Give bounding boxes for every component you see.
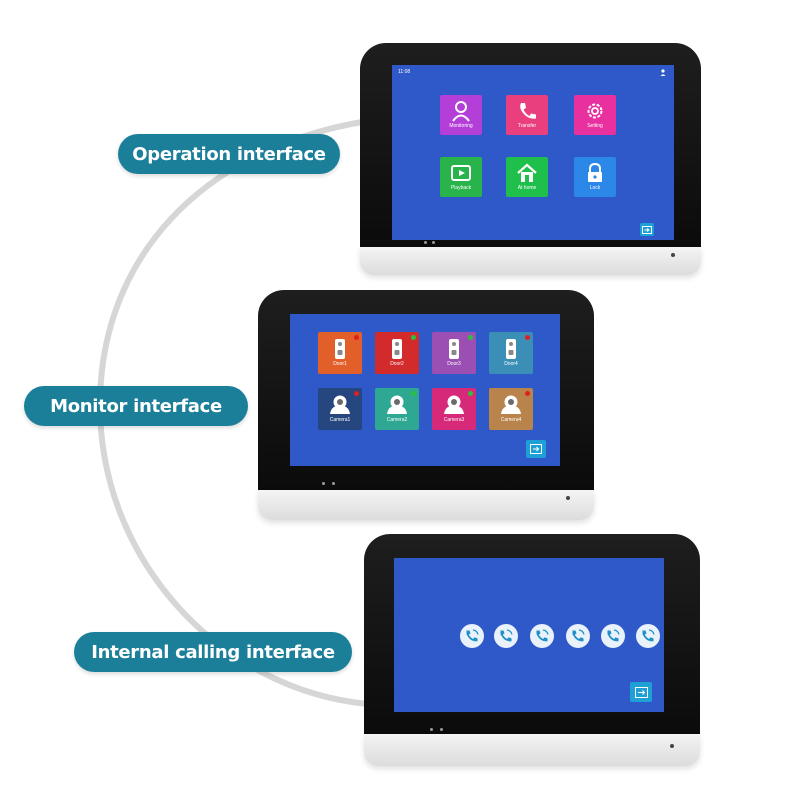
call-icon: [536, 629, 549, 642]
status-dot: [468, 335, 473, 340]
phone-icon: [520, 103, 536, 119]
operation-interface-text: Operation interface: [132, 143, 326, 165]
doorbell-icon: [335, 339, 345, 359]
doorbell-icon: [392, 339, 402, 359]
call-extension-5-button[interactable]: [601, 624, 625, 648]
tile-door3[interactable]: Door3: [432, 332, 476, 374]
indicator-led: [440, 728, 443, 731]
status-dot: [354, 335, 359, 340]
lock-icon: [588, 162, 602, 182]
tile-transfer[interactable]: Transfer: [506, 95, 548, 135]
call-icon: [607, 629, 620, 642]
call-extension-1-button[interactable]: [460, 624, 484, 648]
person-icon: [452, 101, 470, 122]
person-icon: [660, 69, 666, 78]
monitor-device: Door1 Door2 Door3: [258, 290, 594, 520]
exit-button[interactable]: [640, 223, 654, 236]
tile-door1-label: Door1: [333, 361, 347, 367]
exit-button[interactable]: [630, 682, 652, 702]
indicator-led: [424, 241, 427, 244]
tile-at-home[interactable]: At home: [506, 157, 548, 197]
tile-monitoring-label: Monitoring: [449, 123, 473, 129]
call-extension-6-button[interactable]: [636, 624, 660, 648]
tile-camera4-label: Camera4: [500, 417, 522, 423]
tile-door1[interactable]: Door1: [318, 332, 362, 374]
status-dot: [525, 391, 530, 396]
internal-calling-interface-label: Internal calling interface: [74, 632, 352, 672]
call-icon: [572, 629, 585, 642]
tile-door2-label: Door2: [390, 361, 404, 367]
clock: 11:08: [398, 69, 411, 75]
tile-camera3-label: Camera3: [443, 417, 465, 423]
mic-sensor: [670, 744, 674, 748]
monitor-screen: Door1 Door2 Door3: [290, 314, 560, 466]
tile-door4[interactable]: Door4: [489, 332, 533, 374]
status-dot: [354, 391, 359, 396]
tile-monitoring[interactable]: Monitoring: [440, 95, 482, 135]
call-icon: [642, 629, 655, 642]
tile-transfer-label: Transfer: [517, 123, 537, 129]
indicator-led: [322, 482, 325, 485]
internal-calling-interface-text: Internal calling interface: [91, 641, 335, 663]
doorbell-icon: [506, 339, 516, 359]
status-dot: [411, 391, 416, 396]
call-icon: [500, 629, 513, 642]
tile-camera4[interactable]: Camera4: [489, 388, 533, 430]
tile-playback-label: Playback: [450, 185, 472, 191]
doorbell-icon: [449, 339, 459, 359]
tile-camera2[interactable]: Camera2: [375, 388, 419, 430]
status-dot: [468, 391, 473, 396]
monitor-interface-label: Monitor interface: [24, 386, 248, 426]
exit-icon: [530, 444, 542, 454]
status-dot: [525, 335, 530, 340]
tile-lock[interactable]: Lock: [574, 157, 616, 197]
tile-camera1-label: Camera1: [329, 417, 351, 423]
call-extension-3-button[interactable]: [530, 624, 554, 648]
camera-icon: [330, 395, 350, 414]
play-icon: [451, 165, 471, 181]
camera-icon: [387, 395, 407, 414]
call-extension-4-button[interactable]: [566, 624, 590, 648]
gear-icon: [587, 103, 603, 119]
tile-camera2-label: Camera2: [386, 417, 408, 423]
mic-sensor: [566, 496, 570, 500]
exit-button[interactable]: [526, 440, 546, 458]
tile-lock-label: Lock: [589, 185, 601, 191]
tile-playback[interactable]: Playback: [440, 157, 482, 197]
indicator-led: [432, 241, 435, 244]
device-base: [364, 728, 700, 766]
indicator-led: [332, 482, 335, 485]
indicator-led: [430, 728, 433, 731]
call-extension-2-button[interactable]: [494, 624, 518, 648]
internal-calling-screen: [394, 558, 664, 712]
tile-door3-label: Door3: [447, 361, 461, 367]
monitor-interface-text: Monitor interface: [50, 395, 222, 417]
device-base: [360, 241, 701, 275]
tile-setting[interactable]: Setting: [574, 95, 616, 135]
tile-door4-label: Door4: [504, 361, 518, 367]
operation-screen: 11:08 Monitoring Transfer Setting: [392, 65, 674, 240]
mic-sensor: [671, 253, 675, 257]
tile-door2[interactable]: Door2: [375, 332, 419, 374]
camera-icon: [501, 395, 521, 414]
internal-calling-device: [364, 534, 700, 766]
tile-setting-label: Setting: [587, 123, 603, 129]
call-icon: [466, 629, 479, 642]
camera-icon: [444, 395, 464, 414]
exit-icon: [634, 686, 648, 698]
tile-at-home-label: At home: [517, 185, 537, 191]
operation-interface-label: Operation interface: [118, 134, 340, 174]
device-base: [258, 482, 594, 520]
exit-icon: [642, 225, 652, 234]
home-icon: [517, 163, 537, 182]
status-dot: [411, 335, 416, 340]
tile-camera1[interactable]: Camera1: [318, 388, 362, 430]
tile-camera3[interactable]: Camera3: [432, 388, 476, 430]
operation-monitor-device: 11:08 Monitoring Transfer Setting: [360, 43, 701, 275]
